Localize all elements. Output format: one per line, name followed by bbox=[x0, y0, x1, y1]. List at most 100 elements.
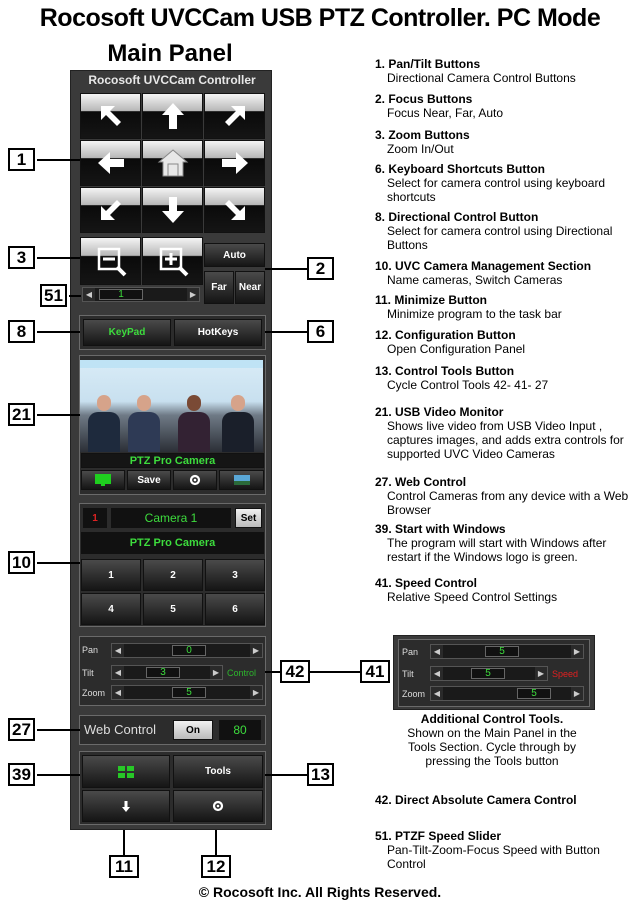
camera-6-button[interactable]: 6 bbox=[205, 593, 265, 625]
pan-slider[interactable]: ◀ 0 ▶ bbox=[111, 643, 263, 658]
video-person bbox=[88, 395, 120, 452]
speed-pan-value[interactable]: 5 bbox=[485, 646, 519, 657]
callout-line bbox=[265, 774, 307, 776]
speed-zoom-left-icon[interactable]: ◀ bbox=[431, 687, 443, 700]
callout-line bbox=[37, 774, 80, 776]
minimize-button[interactable] bbox=[82, 790, 170, 822]
tilt-left-icon[interactable]: ◀ bbox=[112, 666, 124, 679]
zoom-right-icon[interactable]: ▶ bbox=[250, 686, 262, 699]
slider-thumb[interactable]: 1 bbox=[99, 289, 143, 300]
pan-up-left-button[interactable] bbox=[80, 93, 141, 139]
configuration-button[interactable] bbox=[173, 790, 263, 822]
home-button[interactable] bbox=[142, 140, 203, 186]
callout-27: 27 bbox=[8, 718, 35, 741]
zoom-slider[interactable]: ◀ 5 ▶ bbox=[111, 685, 263, 700]
pan-down-right-button[interactable] bbox=[204, 187, 265, 233]
speed-tilt-right-icon[interactable]: ▶ bbox=[535, 667, 547, 680]
hotkeys-button[interactable]: HotKeys bbox=[174, 319, 262, 346]
speed-pan-right-icon[interactable]: ▶ bbox=[571, 645, 583, 658]
additional-tools-body: Shown on the Main Panel in the Tools Sec… bbox=[407, 726, 577, 768]
callout-line bbox=[265, 268, 307, 270]
zoom-out-button[interactable] bbox=[80, 237, 141, 285]
gear-icon bbox=[189, 474, 201, 486]
set-camera-button[interactable]: Set bbox=[235, 508, 262, 528]
speed-pan-slider[interactable]: ◀ 5 ▶ bbox=[430, 644, 584, 659]
zoom-value[interactable]: 5 bbox=[172, 687, 206, 698]
windows-logo-icon bbox=[118, 765, 134, 778]
legend-heading: 3. Zoom Buttons bbox=[375, 128, 470, 142]
start-with-windows-button[interactable] bbox=[82, 755, 170, 788]
speed-tilt-slider[interactable]: ◀ 5 ▶ bbox=[430, 666, 548, 681]
speed-control-panel: Pan Tilt Zoom ◀ 5 ▶ ◀ 5 ▶ Speed ◀ 5 ▶ bbox=[393, 635, 595, 710]
legend-heading: 1. Pan/Tilt Buttons bbox=[375, 57, 481, 71]
save-image-button[interactable]: Save bbox=[127, 470, 171, 490]
slider-right-icon[interactable]: ▶ bbox=[187, 288, 199, 301]
callout-line bbox=[37, 729, 80, 731]
tilt-value[interactable]: 3 bbox=[146, 667, 180, 678]
speed-zoom-slider[interactable]: ◀ 5 ▶ bbox=[430, 686, 584, 701]
camera-2-button[interactable]: 2 bbox=[143, 559, 203, 591]
legend-body: Control Cameras from any device with a W… bbox=[387, 489, 629, 517]
speed-pan-left-icon[interactable]: ◀ bbox=[431, 645, 443, 658]
video-person bbox=[128, 395, 160, 452]
zoom-in-button[interactable] bbox=[142, 237, 203, 285]
focus-near-button[interactable]: Near bbox=[235, 271, 265, 304]
camera-3-button[interactable]: 3 bbox=[205, 559, 265, 591]
video-stage-light bbox=[80, 360, 263, 368]
callout-10: 10 bbox=[8, 551, 35, 574]
camera-4-button[interactable]: 4 bbox=[81, 593, 141, 625]
tilt-right-icon[interactable]: ▶ bbox=[210, 666, 222, 679]
speed-zoom-value[interactable]: 5 bbox=[517, 688, 551, 699]
pan-right-icon[interactable]: ▶ bbox=[250, 644, 262, 657]
legend-body: Shows live video from USB Video Input , … bbox=[387, 419, 624, 461]
legend-body: Relative Speed Control Settings bbox=[387, 590, 558, 604]
camera-1-button[interactable]: 1 bbox=[81, 559, 141, 591]
legend-heading: 8. Directional Control Button bbox=[375, 210, 539, 224]
camera-index: 1 bbox=[83, 508, 107, 528]
video-settings-button[interactable] bbox=[173, 470, 217, 490]
callout-11: 11 bbox=[109, 855, 139, 878]
pan-right-button[interactable] bbox=[204, 140, 265, 186]
speed-tilt-left-icon[interactable]: ◀ bbox=[431, 667, 443, 680]
arrow-up-icon bbox=[161, 103, 184, 129]
web-toggle-button[interactable]: On bbox=[173, 720, 213, 740]
legend-body: Select for camera control using keyboard… bbox=[387, 176, 606, 204]
pan-left-icon[interactable]: ◀ bbox=[112, 644, 124, 657]
web-control-label: Web Control bbox=[84, 722, 157, 737]
legend-heading: 42. Direct Absolute Camera Control bbox=[375, 793, 577, 807]
slider-left-icon[interactable]: ◀ bbox=[83, 288, 95, 301]
legend-body: Name cameras, Switch Cameras bbox=[387, 273, 563, 287]
legend-heading: 27. Web Control bbox=[375, 475, 467, 489]
ptzf-speed-slider[interactable]: ◀ 1 ▶ bbox=[82, 287, 200, 302]
camera-5-button[interactable]: 5 bbox=[143, 593, 203, 625]
pan-up-right-button[interactable] bbox=[204, 93, 265, 139]
speed-zoom-right-icon[interactable]: ▶ bbox=[571, 687, 583, 700]
pan-down-left-button[interactable] bbox=[80, 187, 141, 233]
focus-auto-button[interactable]: Auto bbox=[204, 243, 265, 267]
tools-button[interactable]: Tools bbox=[173, 755, 263, 788]
video-extra-button[interactable] bbox=[219, 470, 264, 490]
tilt-down-button[interactable] bbox=[142, 187, 203, 233]
windows-preview-button[interactable] bbox=[81, 470, 125, 490]
speed-tilt-value[interactable]: 5 bbox=[471, 668, 505, 679]
web-port-field[interactable]: 80 bbox=[219, 720, 261, 740]
legend-body: Zoom In/Out bbox=[387, 142, 454, 156]
keypad-button[interactable]: KeyPad bbox=[83, 319, 171, 346]
pan-left-button[interactable] bbox=[80, 140, 141, 186]
speed-mode-label: Speed bbox=[552, 669, 579, 679]
tilt-up-button[interactable] bbox=[142, 93, 203, 139]
focus-far-button[interactable]: Far bbox=[204, 271, 234, 304]
callout-3: 3 bbox=[8, 246, 35, 269]
zoom-left-icon[interactable]: ◀ bbox=[112, 686, 124, 699]
zoom-out-icon bbox=[97, 247, 126, 277]
camera-name-field[interactable]: Camera 1 bbox=[111, 508, 231, 528]
tilt-slider[interactable]: ◀ 3 ▶ bbox=[111, 665, 223, 680]
callout-51: 51 bbox=[40, 284, 67, 307]
pan-value[interactable]: 0 bbox=[172, 645, 206, 656]
